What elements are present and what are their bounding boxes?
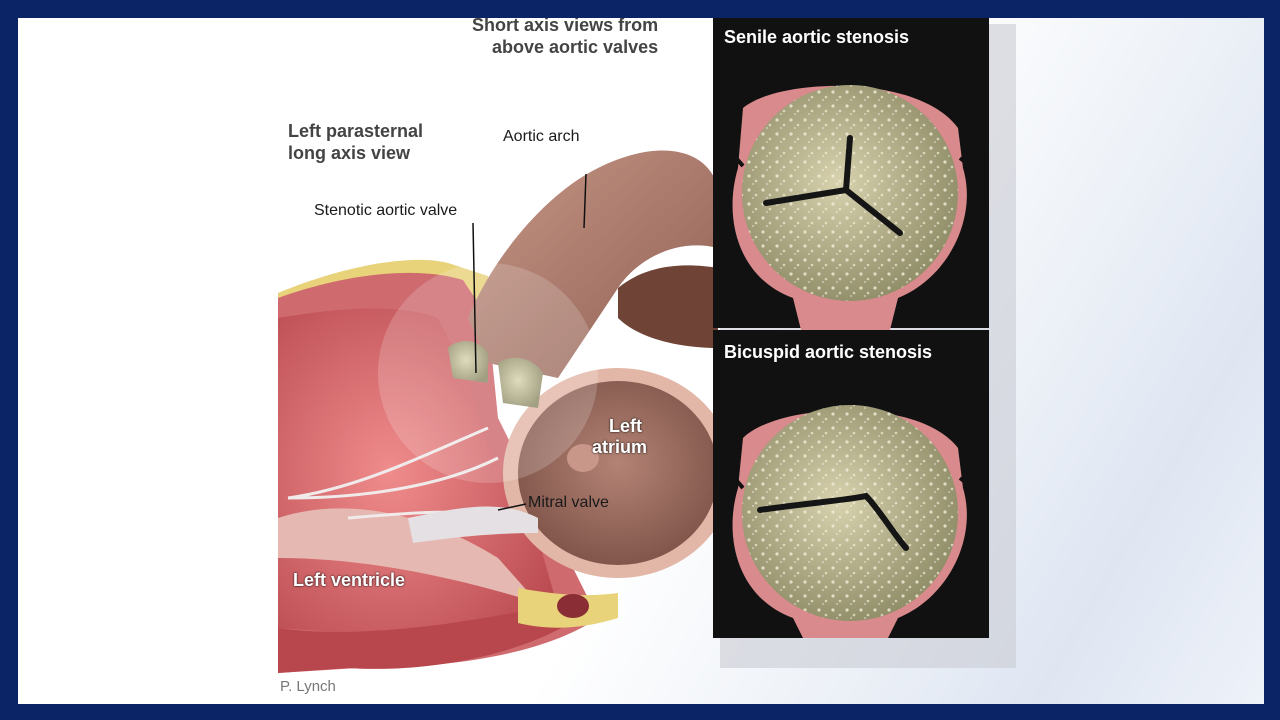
slide: Short axis views from above aortic valve… xyxy=(18,18,1264,704)
long-axis-title-line2: long axis view xyxy=(288,143,411,163)
aortic-stenosis-illustration xyxy=(278,18,1016,673)
label-left-atrium-line1: Left xyxy=(609,416,642,436)
panel-title-bicuspid: Bicuspid aortic stenosis xyxy=(724,342,933,362)
leader-aortic-arch xyxy=(583,173,587,229)
label-left-ventricle: Left ventricle xyxy=(293,570,406,590)
label-left-atrium: Left atrium xyxy=(592,416,647,458)
bicuspid-panel xyxy=(713,330,989,638)
illustrator-credit: P. Lynch xyxy=(280,678,336,695)
leader-stenotic-valve xyxy=(472,222,477,374)
short-axis-title-line1: Short axis views from xyxy=(472,18,659,35)
label-stenotic-aortic-valve: Stenotic aortic valve xyxy=(314,202,458,219)
short-axis-title: Short axis views from above aortic valve… xyxy=(464,18,658,58)
senile-panel xyxy=(713,18,989,338)
long-axis-title: Left parasternal long axis view xyxy=(288,120,423,164)
label-aortic-arch: Aortic arch xyxy=(503,128,580,145)
long-axis-heart xyxy=(278,150,733,673)
label-left-atrium-line2: atrium xyxy=(592,437,648,457)
short-axis-title-line2: above aortic valves xyxy=(492,37,659,57)
leader-mitral-valve xyxy=(497,503,527,511)
panel-title-senile: Senile aortic stenosis xyxy=(724,27,910,47)
long-axis-title-line1: Left parasternal xyxy=(288,121,424,141)
label-mitral-valve: Mitral valve xyxy=(528,494,609,511)
